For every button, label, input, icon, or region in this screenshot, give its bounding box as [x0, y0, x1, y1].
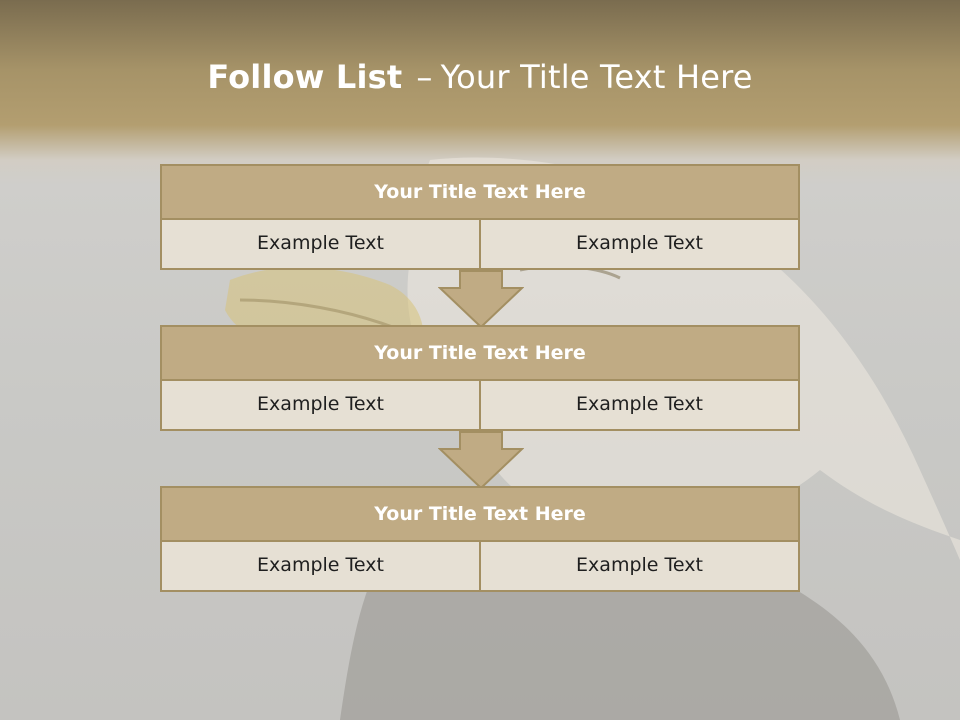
slide-title: Follow List–Your Title Text Here [0, 50, 960, 104]
title-separator: – [416, 58, 433, 96]
step-cell-left: Example Text [257, 232, 384, 254]
step-cell-right: Example Text [479, 220, 798, 268]
step-title: Your Title Text Here [160, 325, 800, 381]
step-cell-right: Example Text [479, 542, 798, 590]
step-block-3: Your Title Text Here Example Text Exampl… [160, 486, 800, 592]
down-arrow-icon [438, 270, 524, 328]
step-cell-right: Example Text [479, 381, 798, 429]
step-cell-left: Example Text [257, 554, 384, 576]
step-block-2: Your Title Text Here Example Text Exampl… [160, 325, 800, 431]
step-block-1: Your Title Text Here Example Text Exampl… [160, 164, 800, 270]
step-row: Example Text Example Text [160, 220, 800, 270]
step-row: Example Text Example Text [160, 381, 800, 431]
title-bold: Follow List [207, 58, 403, 96]
step-title: Your Title Text Here [160, 486, 800, 542]
title-rest: Your Title Text Here [440, 58, 753, 96]
step-title: Your Title Text Here [160, 164, 800, 220]
down-arrow-icon [438, 431, 524, 489]
step-cell-left: Example Text [257, 393, 384, 415]
step-row: Example Text Example Text [160, 542, 800, 592]
